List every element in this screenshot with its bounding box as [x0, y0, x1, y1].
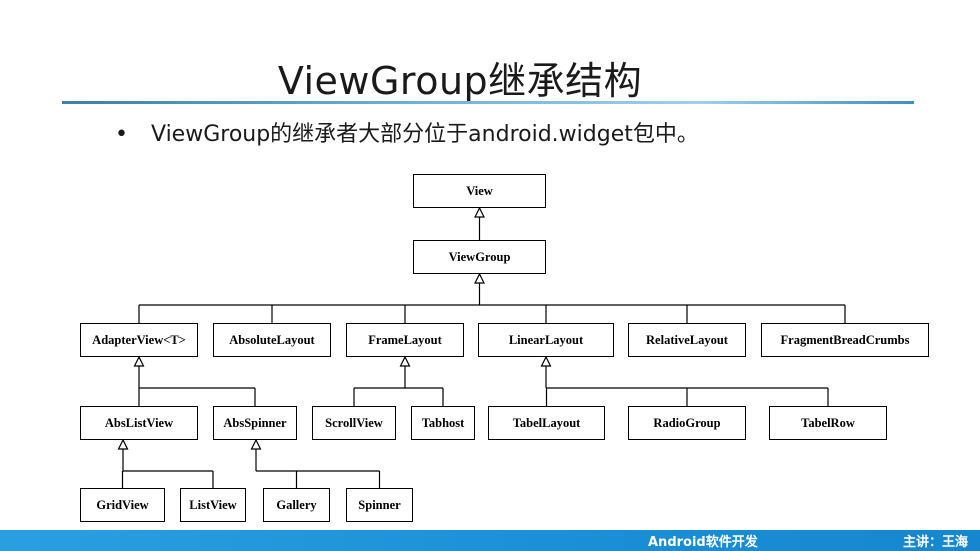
node-scrollview: ScrollView — [312, 406, 396, 440]
bullet-icon: • — [115, 122, 128, 147]
footer-course-name: Android软件开发 — [648, 535, 758, 550]
arrowhead-abslistview — [117, 438, 129, 450]
node-viewgroup: ViewGroup — [413, 240, 546, 274]
arrowhead-framelayout — [399, 355, 411, 367]
slide-title: ViewGroup继承结构 — [277, 59, 643, 103]
bullet-text: ViewGroup的继承者大部分位于android.widget包中。 — [151, 122, 699, 147]
footer-author: 主讲：王海 — [902, 535, 968, 550]
node-linearlayout: LinearLayout — [478, 323, 614, 357]
node-abslistview: AbsListView — [80, 406, 198, 440]
node-absspinner: AbsSpinner — [213, 406, 297, 440]
node-view: View — [413, 174, 546, 208]
node-tabhost: Tabhost — [411, 406, 475, 440]
arrowhead-adapterview — [133, 355, 145, 367]
arrowhead-linearlayout — [540, 355, 552, 367]
arrowhead-viewgroup — [474, 272, 485, 284]
title-underline — [62, 101, 914, 104]
footer-bar — [0, 530, 980, 551]
arrowhead-absspinner — [250, 438, 262, 450]
node-gridview: GridView — [80, 488, 165, 522]
bullet-line: • ViewGroup的继承者大部分位于android.widget包中。 — [115, 116, 699, 148]
node-fragmentbreadcrumbs: FragmentBreadCrumbs — [761, 323, 929, 357]
node-radiogroup: RadioGroup — [628, 406, 746, 440]
node-adapterview: AdapterView<T> — [80, 323, 198, 357]
arrowhead-view — [474, 206, 485, 218]
node-listview: ListView — [180, 488, 246, 522]
node-tabellayout: TabelLayout — [488, 406, 605, 440]
node-absolutelayout: AbsoluteLayout — [213, 323, 331, 357]
node-spinner: Spinner — [346, 488, 413, 522]
node-tabelrow: TabelRow — [769, 406, 887, 440]
node-relativelayout: RelativeLayout — [628, 323, 746, 357]
node-gallery: Gallery — [263, 488, 330, 522]
node-framelayout: FrameLayout — [346, 323, 464, 357]
